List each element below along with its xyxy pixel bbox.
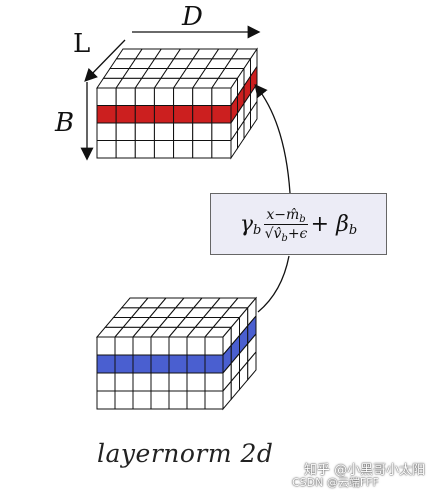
front-cell bbox=[153, 140, 175, 159]
dimension-label-d: D bbox=[182, 2, 203, 32]
front-cell bbox=[150, 372, 170, 392]
front-cell bbox=[132, 372, 152, 392]
front-cell bbox=[173, 105, 194, 124]
top-cube bbox=[96, 47, 258, 160]
l-dimension-arrow bbox=[84, 39, 126, 82]
flow-arrow-upper bbox=[254, 83, 291, 194]
front-cell bbox=[115, 87, 136, 106]
front-cell bbox=[150, 336, 170, 356]
front-cell bbox=[186, 354, 206, 374]
front-cell bbox=[204, 336, 224, 356]
front-cell bbox=[204, 354, 224, 374]
front-cell bbox=[173, 87, 194, 106]
plus-beta: + β bbox=[310, 211, 349, 237]
front-cell bbox=[115, 105, 136, 124]
front-cell bbox=[96, 336, 116, 356]
side-cell bbox=[250, 99, 258, 131]
front-cell bbox=[114, 354, 134, 374]
front-cell bbox=[114, 336, 134, 356]
front-cell bbox=[192, 87, 213, 106]
front-cell bbox=[114, 390, 134, 410]
front-cell bbox=[153, 105, 175, 124]
front-cell bbox=[186, 390, 206, 410]
bottom-cube bbox=[95, 296, 258, 411]
front-cell bbox=[134, 122, 155, 141]
front-cell bbox=[132, 390, 152, 410]
gamma-subscript: b bbox=[253, 222, 262, 238]
front-cell bbox=[192, 122, 213, 141]
front-cell bbox=[186, 372, 206, 392]
front-cell bbox=[168, 354, 188, 374]
dimension-label-l: L bbox=[73, 29, 91, 59]
front-cell bbox=[96, 87, 117, 106]
front-cell bbox=[150, 390, 170, 410]
front-cell bbox=[132, 336, 152, 356]
front-cell bbox=[211, 105, 232, 124]
front-cell bbox=[153, 122, 175, 141]
fraction: x−m̂b √v̂b+ϵ bbox=[264, 206, 308, 244]
front-cell bbox=[204, 390, 224, 410]
front-cell bbox=[114, 372, 134, 392]
watermark-csdn: CSDN @云端FFF bbox=[292, 476, 379, 489]
front-cell bbox=[204, 372, 224, 392]
front-cell bbox=[211, 140, 232, 159]
front-cell bbox=[153, 87, 175, 106]
front-cell bbox=[168, 390, 188, 410]
front-cell bbox=[96, 390, 116, 410]
front-cell bbox=[173, 122, 194, 141]
side-cell bbox=[247, 350, 257, 382]
front-cell bbox=[96, 122, 117, 141]
front-cell bbox=[186, 336, 206, 356]
front-cell bbox=[134, 105, 155, 124]
front-cell bbox=[168, 372, 188, 392]
front-cell bbox=[96, 354, 116, 374]
beta-subscript: b bbox=[348, 222, 358, 238]
front-cell bbox=[192, 140, 213, 159]
front-cell bbox=[134, 87, 155, 106]
front-cell bbox=[150, 354, 170, 374]
front-cell bbox=[96, 140, 117, 159]
front-cell bbox=[211, 87, 232, 106]
gamma-symbol: γ bbox=[239, 211, 254, 237]
fraction-numerator: x−m̂b bbox=[264, 206, 308, 225]
front-cell bbox=[173, 140, 194, 159]
flow-arrow-lower bbox=[257, 255, 290, 313]
diagram-caption: layernorm 2d bbox=[97, 439, 274, 468]
front-cell bbox=[192, 105, 213, 124]
front-cell bbox=[211, 122, 232, 141]
fraction-denominator: √v̂b+ϵ bbox=[264, 225, 308, 244]
dimension-label-b: B bbox=[55, 108, 75, 138]
front-cell bbox=[168, 336, 188, 356]
watermark-zhihu: 知乎 @小黑哥小太阳 bbox=[304, 463, 426, 478]
front-cell bbox=[134, 140, 155, 159]
front-cell bbox=[115, 122, 136, 141]
front-cell bbox=[96, 372, 116, 392]
front-cell bbox=[96, 105, 117, 124]
front-cell bbox=[115, 140, 136, 159]
front-cell bbox=[132, 354, 152, 374]
